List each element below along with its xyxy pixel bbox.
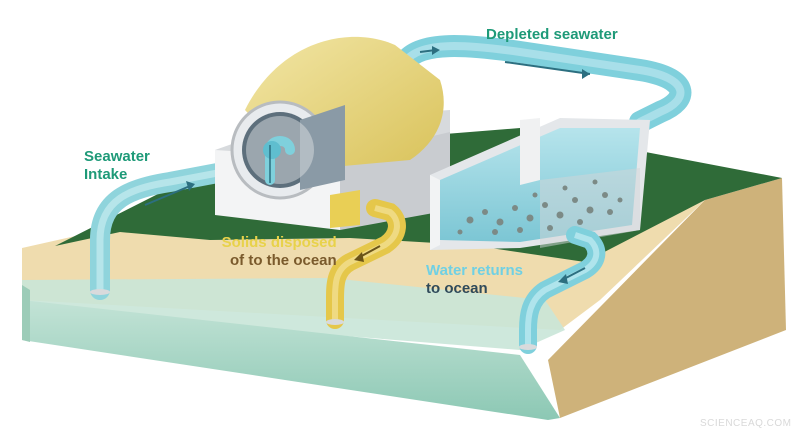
sediment-particles [457,179,623,235]
intake-mouth [90,289,110,295]
depleted-flow-arrowhead [582,69,590,79]
label-water-returns: Water returns to ocean [426,262,523,298]
sea-top [22,278,565,350]
label-seawater-intake-line2: Intake [84,166,128,183]
label-seawater-intake-line1: Seawater [84,148,150,165]
label-solids-line2: of to the ocean [230,252,337,269]
depleted-flow-arrow [504,61,591,75]
watermark: SCIENCEAQ.COM [700,418,792,429]
label-returns-line2: to ocean [426,280,488,297]
sea-left-face [22,285,30,342]
label-solids-disposed: Solids disposed of to the ocean [210,234,337,270]
label-returns-line1: Water returns [426,262,523,279]
label-solids-line1: Solids disposed [221,234,337,251]
intake-flow-arrow [144,185,191,206]
sea-front-face [22,300,560,420]
soil-side-face [548,178,786,418]
rotating-drum [230,36,444,200]
label-seawater-intake: Seawater Intake [84,148,150,184]
settling-tank [430,118,650,250]
label-depleted-seawater: Depleted seawater [486,26,618,43]
solids-outlet [326,319,344,325]
return-outlet [519,344,537,350]
